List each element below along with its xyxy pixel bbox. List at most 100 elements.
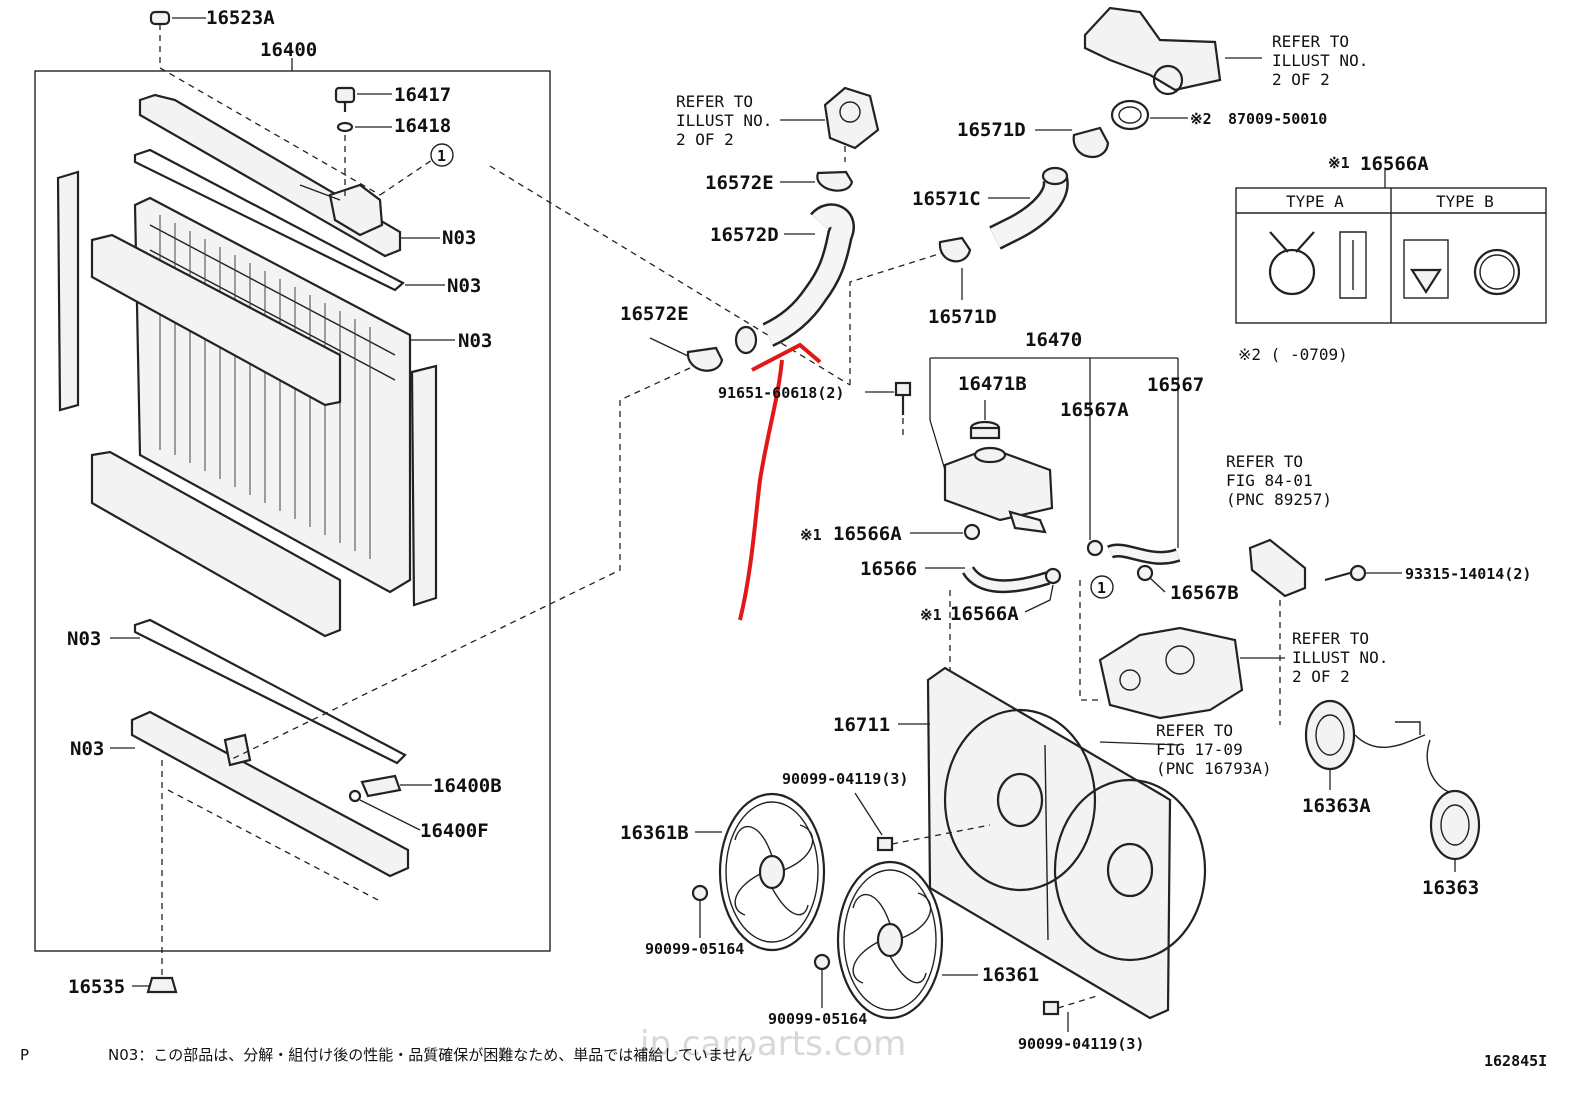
fan-motor-16363[interactable] — [1426, 739, 1481, 861]
label-93315-14014: 93315-14014(2) — [1405, 565, 1531, 583]
label-16363a: 16363A — [1302, 795, 1371, 817]
label-16400f: 16400F — [420, 820, 489, 842]
label-90099-05164-a: 90099-05164 — [645, 940, 744, 958]
label-n03-a: N03 — [442, 227, 476, 249]
fan-16361[interactable] — [836, 860, 944, 1020]
label-16417: 16417 — [394, 84, 451, 106]
red-annotation-arrow — [738, 342, 822, 621]
plug-16417-icon[interactable] — [334, 86, 356, 112]
label-16418: 16418 — [394, 115, 451, 137]
label-16572d: 16572D — [710, 224, 779, 246]
label-16566a-title: 16566A — [1360, 153, 1429, 175]
kome1-mark-16566a-2: ※1 — [920, 606, 942, 624]
label-16400b: 16400B — [433, 775, 502, 797]
label-90099-04119-b: 90099-04119(3) — [1018, 1035, 1144, 1053]
label-16571d-top: 16571D — [957, 119, 1026, 141]
kome2-mark-87009: ※2 — [1190, 110, 1212, 128]
label-91651-60618: 91651-60618(2) — [718, 384, 844, 402]
label-16566: 16566 — [860, 558, 917, 580]
ref-circle-1-top-text: 1 — [437, 147, 446, 165]
upper-gasket — [133, 148, 405, 292]
label-16361b: 16361B — [620, 822, 689, 844]
label-16523a: 16523A — [206, 7, 275, 29]
table-header-type-b: TYPE B — [1436, 192, 1494, 211]
clamp-87009-icon[interactable] — [1110, 99, 1150, 131]
label-16572e-side: 16572E — [620, 303, 689, 325]
clamp-16571d-bot-icon[interactable] — [938, 236, 972, 263]
ref-circle-1-hose-text: 1 — [1097, 579, 1106, 597]
kome1-mark-title: ※1 — [1328, 154, 1350, 172]
bottom-left-mark: P — [20, 1046, 29, 1064]
nut-90099-05164-a-icon[interactable] — [691, 884, 709, 902]
upper-plate — [90, 233, 342, 407]
label-16471b: 16471B — [958, 373, 1027, 395]
label-16566a-2: 16566A — [950, 603, 1019, 625]
o-ring-16418-icon[interactable] — [336, 121, 354, 133]
label-16567b: 16567B — [1170, 582, 1239, 604]
label-16361: 16361 — [982, 964, 1039, 986]
ref-pump-line2: ILLUST NO. — [1292, 648, 1388, 667]
cap-16523a-icon[interactable] — [149, 10, 171, 68]
cushion-16535-icon[interactable] — [146, 976, 178, 994]
n03-footnote: N03：この部品は、分解・組付け後の性能・品質確保が困難なため、単品では補給して… — [108, 1046, 752, 1064]
ref-circle-1-top — [430, 143, 454, 167]
label-16571d-bot: 16571D — [928, 306, 997, 328]
clamp-16566a-1-icon[interactable] — [963, 523, 981, 541]
nut-90099-05164-b-icon[interactable] — [813, 953, 831, 971]
drain-cock-16400b-icon[interactable] — [360, 774, 402, 798]
label-16363: 16363 — [1422, 877, 1479, 899]
label-16711: 16711 — [833, 714, 890, 736]
bolt-90099-04119-b-icon[interactable] — [1042, 994, 1101, 1016]
o-ring-16400f-icon[interactable] — [348, 789, 362, 803]
label-16566a-1: 16566A — [833, 523, 902, 545]
clamp-16572e-side-icon[interactable] — [686, 346, 724, 372]
lower-plate — [90, 450, 342, 638]
ref-fig84-line3: (PNC 89257) — [1226, 490, 1332, 509]
fan-motor-16363a[interactable] — [1304, 699, 1426, 771]
reservoir-cap-16471b-icon[interactable] — [969, 420, 1001, 440]
reservoir-tank-16470[interactable] — [943, 446, 1054, 534]
ref-pump-line1: REFER TO — [1292, 629, 1369, 648]
side-seal-right — [410, 364, 438, 607]
fan-16361b[interactable] — [718, 792, 826, 952]
bolt-93315-icon[interactable] — [1324, 564, 1367, 582]
label-87009-50010: 87009-50010 — [1228, 110, 1327, 128]
bolt-91651-icon[interactable] — [894, 381, 912, 415]
type-a-clip-icon — [1339, 231, 1367, 299]
thermostat-icon[interactable] — [823, 86, 880, 162]
ref-outlet-line2: ILLUST NO. — [1272, 51, 1368, 70]
label-16535: 16535 — [68, 976, 125, 998]
ref-outlet-line1: REFER TO — [1272, 32, 1349, 51]
label-16571c: 16571C — [912, 188, 981, 210]
clamp-16567b-icon[interactable] — [1136, 564, 1154, 582]
label-90099-04119-a: 90099-04119(3) — [782, 770, 908, 788]
fan-ecu-icon[interactable] — [1248, 538, 1307, 598]
clamp-16571d-top-icon[interactable] — [1072, 126, 1110, 158]
ref-fig84-line2: FIG 84-01 — [1226, 471, 1313, 490]
label-16567: 16567 — [1147, 374, 1204, 396]
label-n03-e: N03 — [70, 738, 104, 760]
water-pump-icon[interactable] — [1098, 626, 1244, 720]
clamp-16572e-top-icon[interactable] — [816, 170, 854, 192]
radiator-lower-tank[interactable] — [130, 710, 410, 878]
ref-thermostat-line3: 2 OF 2 — [676, 130, 734, 149]
label-90099-05164-b: 90099-05164 — [768, 1010, 867, 1028]
clamp-16567a-icon[interactable] — [1086, 539, 1104, 557]
label-n03-d: N03 — [67, 628, 101, 650]
watermark: jp.carparts.com — [639, 1024, 906, 1064]
bolt-90099-04119-a-icon[interactable] — [876, 824, 991, 852]
clamp-16566a-2-icon[interactable] — [1044, 567, 1062, 585]
label-16572e-top: 16572E — [705, 172, 774, 194]
label-16400: 16400 — [260, 39, 317, 61]
fan-shroud-16711[interactable] — [926, 666, 1207, 1020]
water-outlet-icon[interactable] — [1083, 6, 1222, 96]
table-header-type-a: TYPE A — [1286, 192, 1344, 211]
diagram-id: 162845I — [1484, 1052, 1547, 1070]
ref-fig84-line1: REFER TO — [1226, 452, 1303, 471]
ref-fig17-line2: FIG 17-09 — [1156, 740, 1243, 759]
kome1-mark-16566a-1: ※1 — [800, 526, 822, 544]
ref-circle-1-hose — [1090, 575, 1114, 599]
radiator-upper-tank[interactable] — [138, 93, 402, 258]
ref-thermostat-line2: ILLUST NO. — [676, 111, 772, 130]
clamp-type-table — [1235, 187, 1547, 324]
